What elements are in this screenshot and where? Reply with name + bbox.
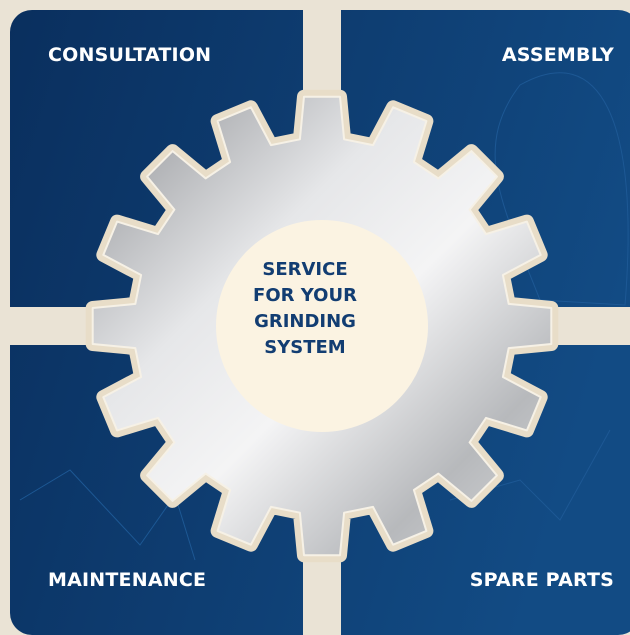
quadrant-label-assembly: ASSEMBLY [501, 44, 614, 66]
center-line: SYSTEM [264, 337, 346, 358]
quadrant-label-maintenance: MAINTENANCE [48, 569, 207, 591]
center-line: FOR YOUR [253, 285, 357, 306]
center-line: GRINDING [254, 311, 356, 332]
quadrant-label-spare-parts: SPARE PARTS [469, 569, 614, 591]
quadrant-label-consultation: CONSULTATION [48, 44, 212, 66]
gear-hub [216, 220, 428, 432]
center-line: SERVICE [262, 259, 348, 280]
center-title: SERVICE FOR YOUR GRINDING SYSTEM [230, 257, 380, 361]
